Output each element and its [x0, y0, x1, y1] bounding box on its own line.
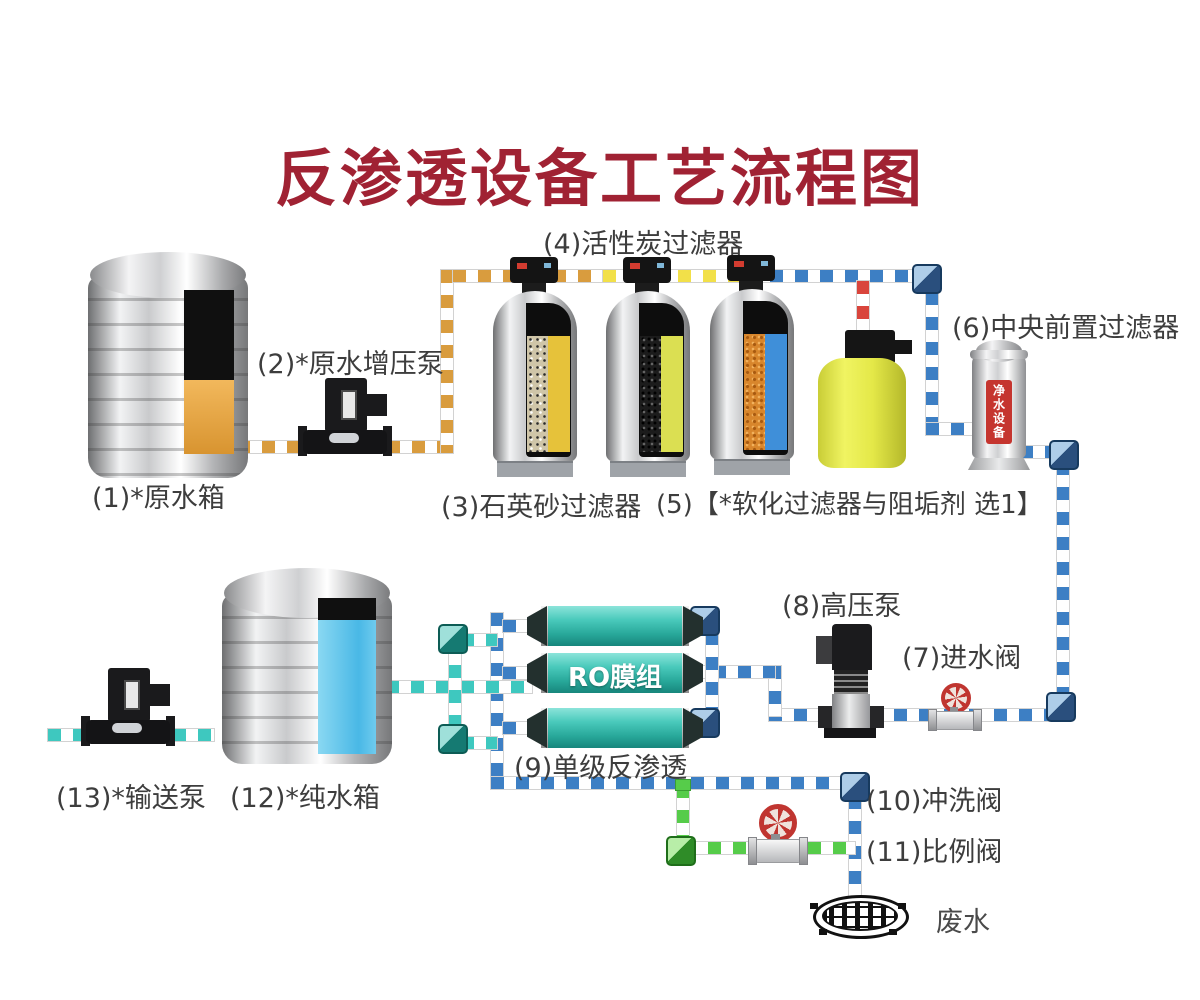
label-booster-pump: (2)*原水增压泵 — [257, 349, 444, 380]
pipe-blue-stub-middle — [502, 666, 534, 680]
elbow-fitting-icon — [912, 264, 942, 294]
quartz-sand-filter-icon — [493, 255, 577, 477]
activated-carbon-filter-icon — [606, 255, 690, 477]
prefilter-sticker: 净水设备 — [986, 380, 1012, 444]
label-flush-valve: (10)冲洗阀 — [866, 786, 1003, 817]
label-softener-option: (5)【*软化过滤器与阻垢剂 选1】 — [656, 490, 1043, 520]
dosing-tank-icon — [818, 358, 906, 468]
label-transfer-pump: (13)*输送泵 — [56, 783, 206, 814]
label-carbon-filter: (4)活性炭过滤器 — [543, 229, 744, 260]
pipe-raw-riser — [440, 269, 454, 454]
cyan-elbow-fitting-icon — [438, 724, 468, 754]
proportional-valve-icon — [748, 804, 808, 865]
pipe-blue-membrane-right-manifold — [705, 631, 719, 715]
label-pure-tank: (12)*纯水箱 — [230, 783, 380, 814]
pipe-blue-top — [744, 269, 918, 283]
inlet-valve-icon — [928, 683, 982, 731]
label-inlet-valve: (7)进水阀 — [902, 643, 1022, 674]
pipe-blue-into-prefilter — [925, 422, 979, 436]
flush-valve-fitting-icon — [840, 772, 870, 802]
cyan-elbow-fitting-icon — [438, 624, 468, 654]
pure-water-tank-icon — [222, 568, 392, 764]
booster-pump-icon — [298, 378, 392, 462]
elbow-fitting-icon — [1046, 692, 1076, 722]
transfer-pump-icon — [81, 668, 175, 752]
ro-membrane-bottom-icon — [527, 708, 703, 748]
label-sand-filter: (3)石英砂过滤器 — [441, 492, 642, 523]
pipe-blue-right-drop — [1056, 461, 1070, 703]
pipe-blue-concentrate-run — [490, 776, 849, 790]
label-single-stage-ro: (9)单级反渗透 — [514, 753, 688, 784]
label-central-prefilter: (6)中央前置过滤器 — [952, 313, 1180, 344]
pipe-cyan-manifold — [448, 639, 462, 746]
pipe-cyan-stub-top — [460, 633, 498, 647]
dosing-pump-arm-icon — [888, 340, 912, 354]
pipe-blue-stub-top — [502, 619, 534, 633]
pipe-green-drop — [676, 784, 690, 849]
softening-filter-icon — [710, 253, 794, 475]
pipe-blue-feed-riser — [768, 665, 782, 717]
label-raw-tank: (1)*原水箱 — [92, 483, 225, 514]
filter-control-valve-icon — [623, 257, 671, 283]
filter-control-valve-icon — [727, 255, 775, 281]
label-hp-pump: (8)高压泵 — [782, 591, 902, 622]
ro-membrane-label: RO膜组 — [567, 663, 663, 693]
green-tee-joint — [675, 779, 691, 791]
pipe-blue-down-to-prefilter — [925, 291, 939, 426]
elbow-fitting-icon — [1049, 440, 1079, 470]
high-pressure-pump-icon — [816, 624, 884, 740]
label-proportional-valve: (11)比例阀 — [866, 837, 1003, 868]
pipe-blue-feed-run — [768, 708, 1056, 722]
pipe-blue-to-drain — [848, 795, 862, 897]
raw-water-tank-icon — [88, 252, 248, 478]
pipe-cyan-stub-bottom — [460, 736, 498, 750]
ro-membrane-middle-icon: RO膜组 — [527, 653, 703, 693]
filter-control-valve-icon — [510, 257, 558, 283]
green-elbow-fitting-icon — [666, 836, 696, 866]
waste-drain-icon — [810, 895, 909, 939]
diagram-title: 反渗透设备工艺流程图 — [274, 142, 925, 215]
ro-membrane-top-icon — [527, 606, 703, 646]
label-waste-water: 废水 — [936, 907, 990, 938]
pipe-blue-stub-bottom — [502, 721, 534, 735]
